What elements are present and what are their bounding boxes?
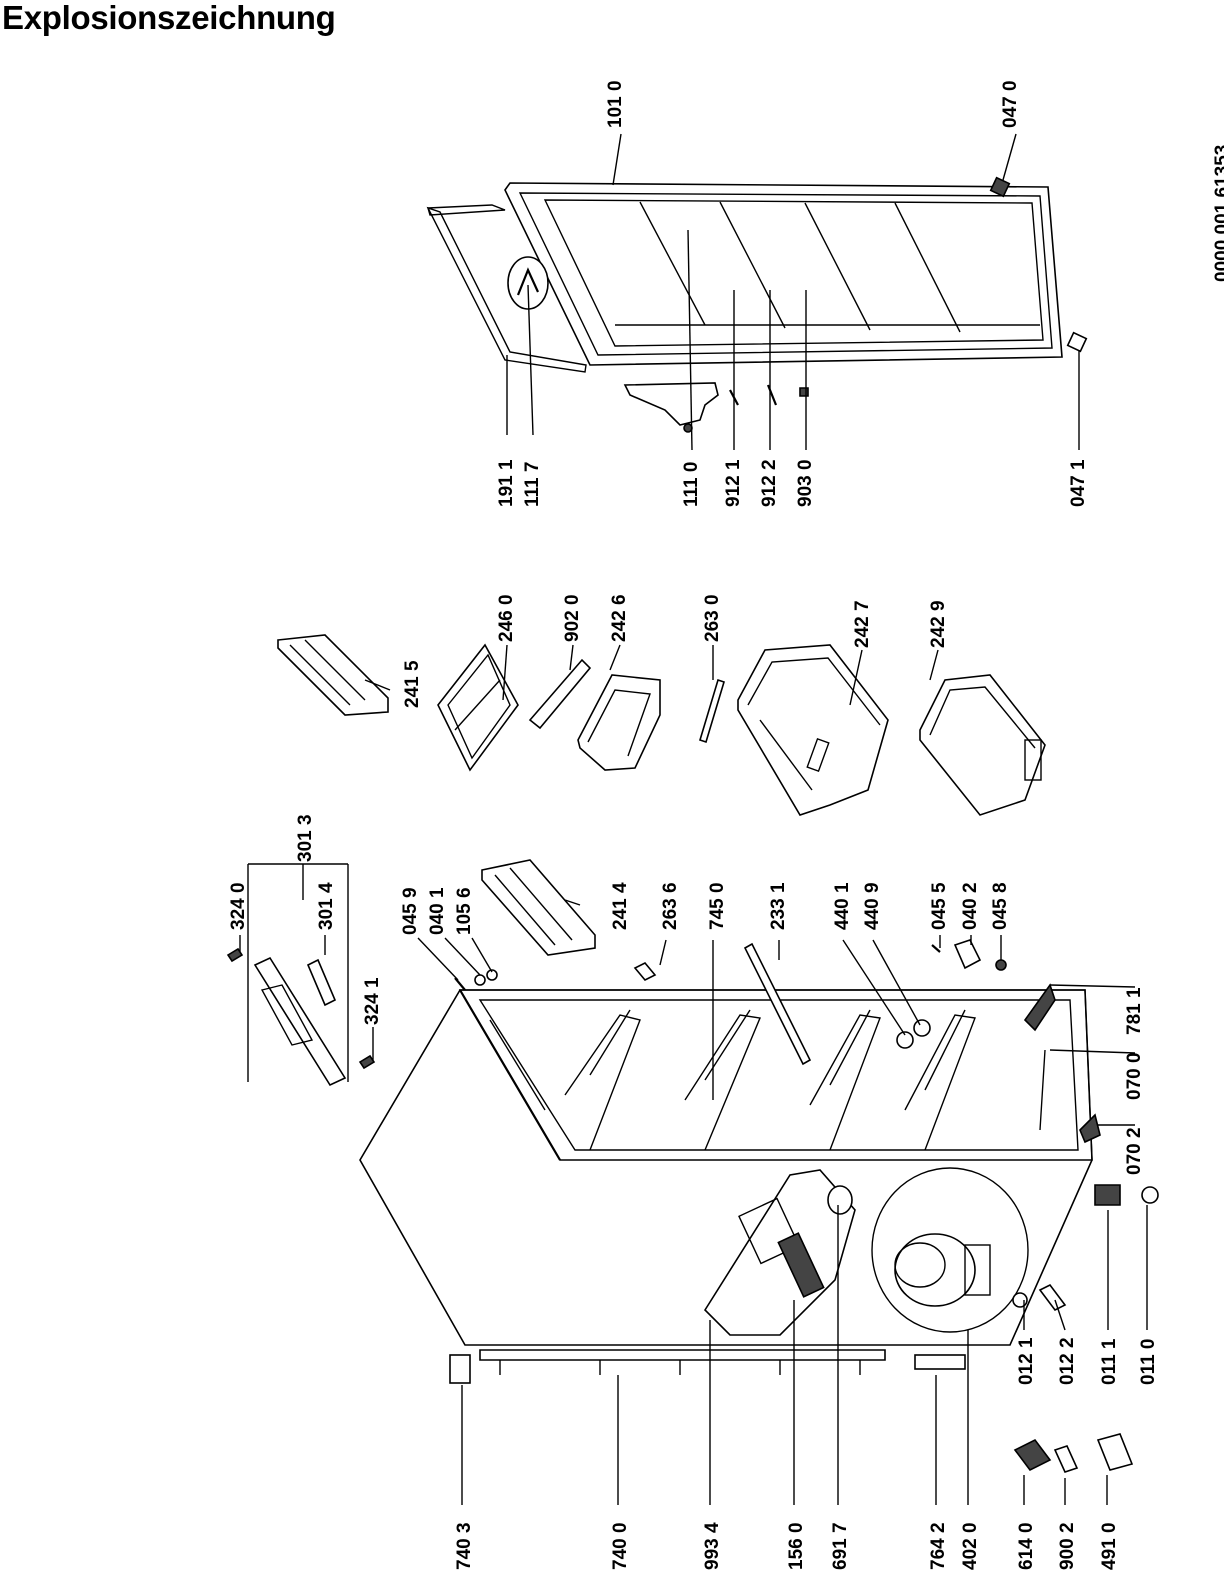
leader-line bbox=[872, 939, 921, 1026]
part-label: 045 9 bbox=[400, 887, 421, 935]
part-label: 745 0 bbox=[707, 882, 728, 930]
part-label: 263 6 bbox=[660, 882, 681, 930]
part-label: 301 3 bbox=[295, 814, 316, 862]
part-label: 263 0 bbox=[702, 594, 723, 642]
part-label: 402 0 bbox=[960, 1522, 981, 1570]
part-label: 241 5 bbox=[402, 660, 423, 708]
part-label: 740 3 bbox=[454, 1522, 475, 1570]
leader-line bbox=[609, 644, 621, 671]
part-label: 691 7 bbox=[830, 1522, 851, 1570]
part-label: 993 4 bbox=[702, 1522, 723, 1570]
shelf-241-4 bbox=[481, 859, 596, 956]
leader-line bbox=[444, 937, 481, 976]
leader-line bbox=[471, 937, 493, 973]
part-label: 242 9 bbox=[928, 600, 949, 648]
part-label: 070 0 bbox=[1124, 1052, 1145, 1100]
drawer-242-9 bbox=[919, 674, 1046, 816]
part-label: 191 1 bbox=[496, 459, 517, 507]
leader-line bbox=[659, 939, 667, 966]
part-label: 111 7 bbox=[522, 462, 543, 507]
leader-line bbox=[1049, 1049, 1136, 1054]
drain-781-070 bbox=[1023, 983, 1101, 1144]
part-label: 070 2 bbox=[1124, 1127, 1145, 1175]
part-label: 781 1 bbox=[1124, 987, 1145, 1035]
door-handle-111-0 bbox=[623, 382, 719, 433]
part-label: 045 8 bbox=[990, 882, 1011, 930]
part-label: 900 2 bbox=[1057, 1522, 1078, 1570]
part-label: 440 1 bbox=[832, 882, 853, 930]
glass-shelf-246-0 bbox=[437, 643, 519, 772]
condenser-740-0 bbox=[449, 1349, 966, 1384]
part-label: 011 1 bbox=[1099, 1338, 1120, 1385]
hinges-047 bbox=[989, 176, 1088, 353]
leader-line bbox=[849, 649, 863, 706]
part-label: 246 0 bbox=[496, 594, 517, 642]
wire-shelves bbox=[564, 1009, 976, 1151]
part-label: 301 4 bbox=[316, 882, 337, 930]
leader-line bbox=[564, 899, 581, 906]
part-label: 440 9 bbox=[862, 882, 883, 930]
leader-line bbox=[1054, 1299, 1066, 1331]
part-label: 491 0 bbox=[1099, 1522, 1120, 1570]
compressor-402-0 bbox=[871, 1167, 1029, 1333]
part-label: 241 4 bbox=[610, 882, 631, 930]
logo-badge-111-7 bbox=[507, 256, 549, 310]
door-101-0 bbox=[504, 182, 1063, 366]
part-label: 011 0 bbox=[1138, 1339, 1159, 1386]
rail-263-0 bbox=[699, 678, 725, 744]
part-label: 912 1 bbox=[723, 459, 744, 507]
part-label: 012 1 bbox=[1016, 1337, 1037, 1385]
part-label: 101 0 bbox=[605, 80, 626, 128]
part-label: 740 0 bbox=[610, 1522, 631, 1570]
part-label: 902 0 bbox=[562, 594, 583, 642]
leader-line bbox=[687, 229, 693, 451]
leader-line bbox=[929, 649, 939, 681]
part-label: 111 0 bbox=[681, 462, 702, 507]
shelf-241-5 bbox=[277, 634, 389, 716]
leader-line bbox=[502, 644, 508, 701]
part-label: 105 6 bbox=[454, 887, 475, 935]
part-label: 012 2 bbox=[1057, 1337, 1078, 1385]
drawer-242-7 bbox=[737, 644, 889, 816]
part-label: 040 1 bbox=[427, 887, 448, 935]
electrical-parts-011-012 bbox=[1013, 1184, 1159, 1473]
leader-line bbox=[1049, 984, 1136, 988]
part-label: 040 2 bbox=[960, 882, 981, 930]
part-label: 047 1 bbox=[1068, 459, 1089, 507]
part-label: 912 2 bbox=[759, 459, 780, 507]
part-label: 324 1 bbox=[362, 977, 383, 1025]
side-bar-233-1 bbox=[743, 942, 812, 1066]
leader-line bbox=[612, 133, 622, 186]
part-label: 242 6 bbox=[609, 594, 630, 642]
control-unit-993-4 bbox=[703, 1169, 856, 1336]
screws-912-903 bbox=[729, 384, 809, 406]
leader-line bbox=[1002, 133, 1017, 181]
part-label: 045 5 bbox=[929, 882, 950, 930]
part-label: 233 1 bbox=[768, 882, 789, 930]
part-label: 614 0 bbox=[1016, 1522, 1037, 1570]
part-label: 242 7 bbox=[852, 600, 873, 648]
door-frame-191-1 bbox=[426, 204, 587, 373]
page-title: Explosionszeichnung bbox=[2, 0, 336, 36]
leader-line bbox=[569, 644, 574, 671]
flap-902-0 bbox=[528, 658, 592, 730]
part-label: 324 0 bbox=[228, 882, 249, 930]
part-label: 156 0 bbox=[786, 1522, 807, 1570]
part-label: 764 2 bbox=[928, 1522, 949, 1570]
part-label: 047 0 bbox=[1000, 80, 1021, 128]
part-label: 903 0 bbox=[795, 459, 816, 507]
leader-line bbox=[527, 284, 534, 436]
control-panel-301-3 bbox=[226, 863, 376, 1087]
small-parts-045-040 bbox=[454, 939, 1007, 991]
leader-line bbox=[842, 939, 906, 1036]
drawer-242-6 bbox=[577, 674, 661, 771]
leader-line bbox=[417, 937, 459, 981]
leader-line bbox=[364, 679, 391, 691]
plugs-440 bbox=[896, 1019, 931, 1049]
